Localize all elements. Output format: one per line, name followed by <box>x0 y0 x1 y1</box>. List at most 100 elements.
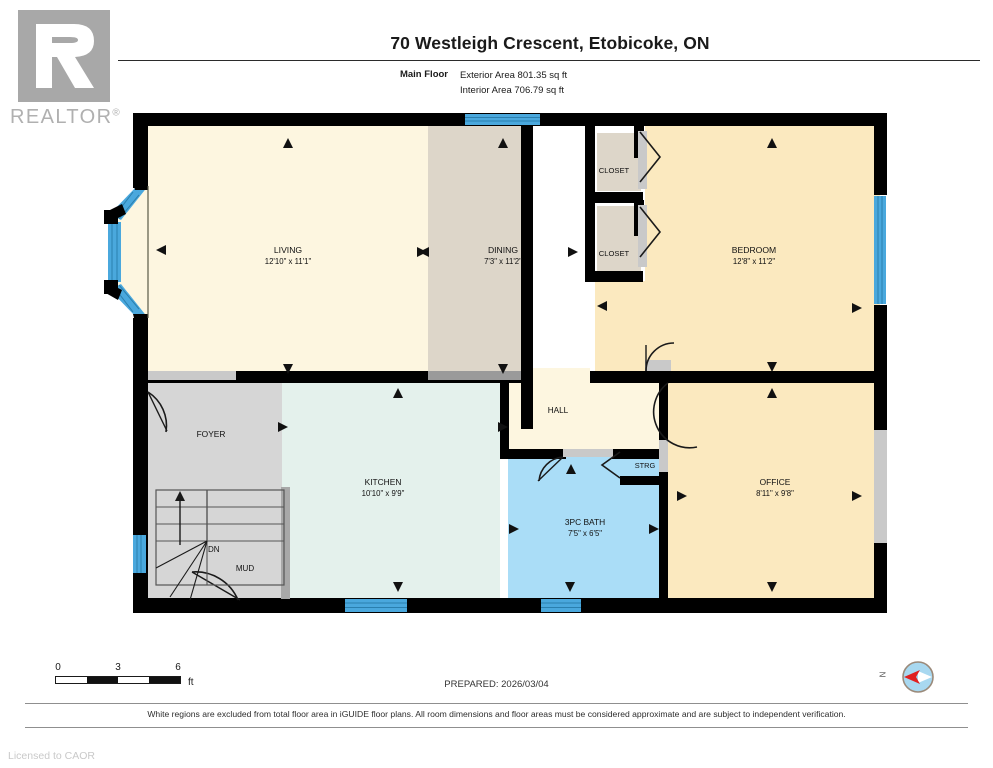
room-label-bath: 3PC BATH <box>565 517 605 527</box>
room-dims-bedroom: 12'8" x 11'2" <box>733 257 775 266</box>
compass-rose: N <box>878 658 938 696</box>
room-fill-living <box>115 125 428 377</box>
door-bath <box>538 456 564 482</box>
area-values: Exterior Area 801.35 sq ft Interior Area… <box>460 68 567 98</box>
scale-bar-track <box>55 676 181 684</box>
room-dims-dining: 7'3" x 11'2" <box>484 257 522 266</box>
window-bottom-bath <box>541 599 581 612</box>
realtor-logo: REALTOR® <box>8 10 126 135</box>
threshold-bedroom-door <box>645 360 671 371</box>
scale-segment-2 <box>87 677 118 683</box>
scale-tick-3: 3 <box>115 662 121 673</box>
wall-left-upper <box>133 113 148 188</box>
compass-icon <box>902 661 934 693</box>
scale-bar: 0 3 6 ft <box>55 662 200 688</box>
realtor-wordmark-text: REALTOR <box>10 106 113 128</box>
page-title: 70 Westleigh Crescent, Etobicoke, ON <box>390 33 710 53</box>
window-bottom-kitchen <box>345 599 407 612</box>
room-fill-kitchen <box>282 379 500 601</box>
room-dims-office: 8'11" x 9'8" <box>756 489 794 498</box>
room-label-dining: DINING <box>488 245 518 255</box>
bay-window-living <box>104 182 149 322</box>
registered-mark: ® <box>112 107 122 119</box>
door-closet-1 <box>639 131 662 183</box>
interior-area: Interior Area 706.79 sq ft <box>460 85 565 96</box>
floor-label: Main Floor <box>399 69 448 80</box>
threshold-right-office <box>874 430 887 543</box>
compass-north-label: N <box>878 671 888 678</box>
room-label-strg: STRG <box>635 461 656 470</box>
room-label-closet-2: CLOSET <box>599 249 630 258</box>
view-markers <box>156 138 862 592</box>
wall-bedroom-bottom <box>590 371 887 383</box>
window-left-stairs <box>133 535 146 573</box>
exterior-area: Exterior Area 801.35 sq ft <box>460 70 568 81</box>
room-label-bedroom: BEDROOM <box>732 245 776 255</box>
wall-dining-right <box>521 113 533 429</box>
door-foyer-entry <box>147 391 168 433</box>
wall-bath-right <box>659 449 668 601</box>
disclaimer-text: White regions are excluded from total fl… <box>147 709 846 719</box>
prepared-date: PREPARED: 2026/03/04 <box>444 679 549 690</box>
door-strg <box>600 451 621 479</box>
cabinet-mud-right <box>281 487 290 599</box>
wall-closet-bottom <box>585 271 643 282</box>
room-label-closet-1: CLOSET <box>599 166 630 175</box>
window-top-dining <box>465 114 540 125</box>
room-fill-closet-1b <box>597 133 641 191</box>
room-fill-bedroom-lowerleft <box>597 281 645 377</box>
wall-right-mid <box>874 305 887 430</box>
thresholds <box>148 131 887 599</box>
disclaimer-divider-top <box>25 703 968 704</box>
room-dims-kitchen: 10'10" x 9'9" <box>362 489 405 498</box>
room-label-hall: HALL <box>548 406 569 415</box>
disclaimer-divider-bottom <box>25 727 968 728</box>
scale-tick-labels: 0 3 6 <box>55 662 200 675</box>
threshold-closet-1-door <box>638 131 647 189</box>
room-fill-office <box>668 382 880 601</box>
wall-right-lower <box>874 543 887 613</box>
scale-segment-3 <box>118 677 149 683</box>
threshold-hall-office <box>659 440 668 472</box>
scale-tick-6: 6 <box>175 662 181 673</box>
windows <box>104 114 886 612</box>
door-swings <box>147 131 698 601</box>
threshold-living-foyer <box>148 371 236 380</box>
room-dims-bath: 7'5" x 6'5" <box>568 529 602 538</box>
scale-segment-1 <box>56 677 87 683</box>
room-label-living: LIVING <box>274 245 302 255</box>
scale-segment-4 <box>149 677 180 683</box>
threshold-hall-bath <box>563 449 613 457</box>
wall-bath-top <box>500 449 566 459</box>
door-closet-2 <box>639 206 662 258</box>
threshold-closet-2-door <box>638 205 647 267</box>
realtor-wordmark: REALTOR® <box>10 106 121 129</box>
wall-closet-left <box>585 126 595 281</box>
wall-kitchen-right <box>500 383 509 451</box>
stairs-direction-label: DN <box>208 545 220 554</box>
scale-unit-label: ft <box>188 677 194 688</box>
room-label-kitchen: KITCHEN <box>365 477 402 487</box>
wall-bottom <box>133 598 887 613</box>
wall-bath-top-2 <box>612 449 668 459</box>
room-labels: LIVING 12'10" x 11'1" DINING 7'3" x 11'2… <box>197 166 795 573</box>
wall-strg-bottom <box>620 476 668 485</box>
room-fills <box>115 125 880 601</box>
room-fill-dining <box>428 125 522 377</box>
room-dims-living: 12'10" x 11'1" <box>265 257 312 266</box>
window-right-bedroom <box>874 196 886 304</box>
room-label-office: OFFICE <box>760 477 791 487</box>
area-summary: Main Floor Exterior Area 801.35 sq ft In… <box>330 68 750 98</box>
stairs: DN <box>155 489 285 601</box>
room-label-foyer: FOYER <box>197 429 226 439</box>
wall-hall-right <box>659 383 668 455</box>
wall-right-upper <box>874 113 887 195</box>
room-label-mud: MUD <box>236 564 254 573</box>
wall-closet-mid <box>585 192 643 203</box>
scale-tick-0: 0 <box>55 662 61 673</box>
threshold-dining-kitchen <box>428 371 521 380</box>
door-office <box>652 382 698 449</box>
title-divider <box>118 60 980 61</box>
